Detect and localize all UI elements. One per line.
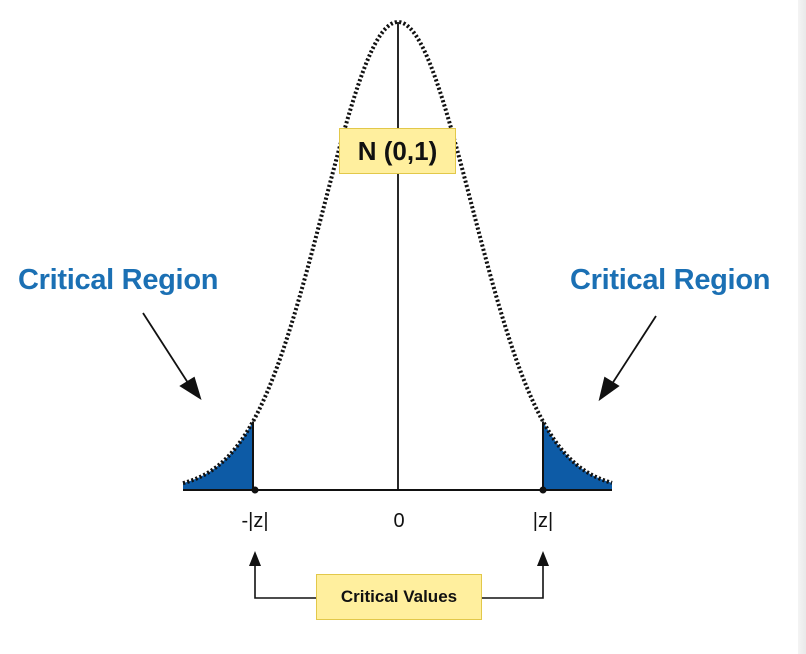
tick-label-zero: 0 [393,510,405,532]
distribution-label: N (0,1) [339,128,456,174]
arrow-to-left-region [142,312,202,401]
critical-region-right-fill [543,421,612,490]
side-scroll-strip [798,0,806,654]
tick-label-neg-z: -|z| [241,510,269,532]
critical-point-left [251,486,259,494]
tick-label-pos-z: |z| [532,510,554,532]
bell-curve [182,19,613,486]
critical-values-label: Critical Values [316,574,482,620]
critical-region-label-left: Critical Region [18,264,219,296]
arrow-up-left [249,551,261,566]
critical-values-connector [254,566,544,599]
arrow-up-right [537,551,549,566]
arrow-to-right-region [598,315,657,402]
critical-point-right [539,486,547,494]
critical-region-label-right: Critical Region [570,264,771,296]
critical-region-left-fill [183,421,253,490]
